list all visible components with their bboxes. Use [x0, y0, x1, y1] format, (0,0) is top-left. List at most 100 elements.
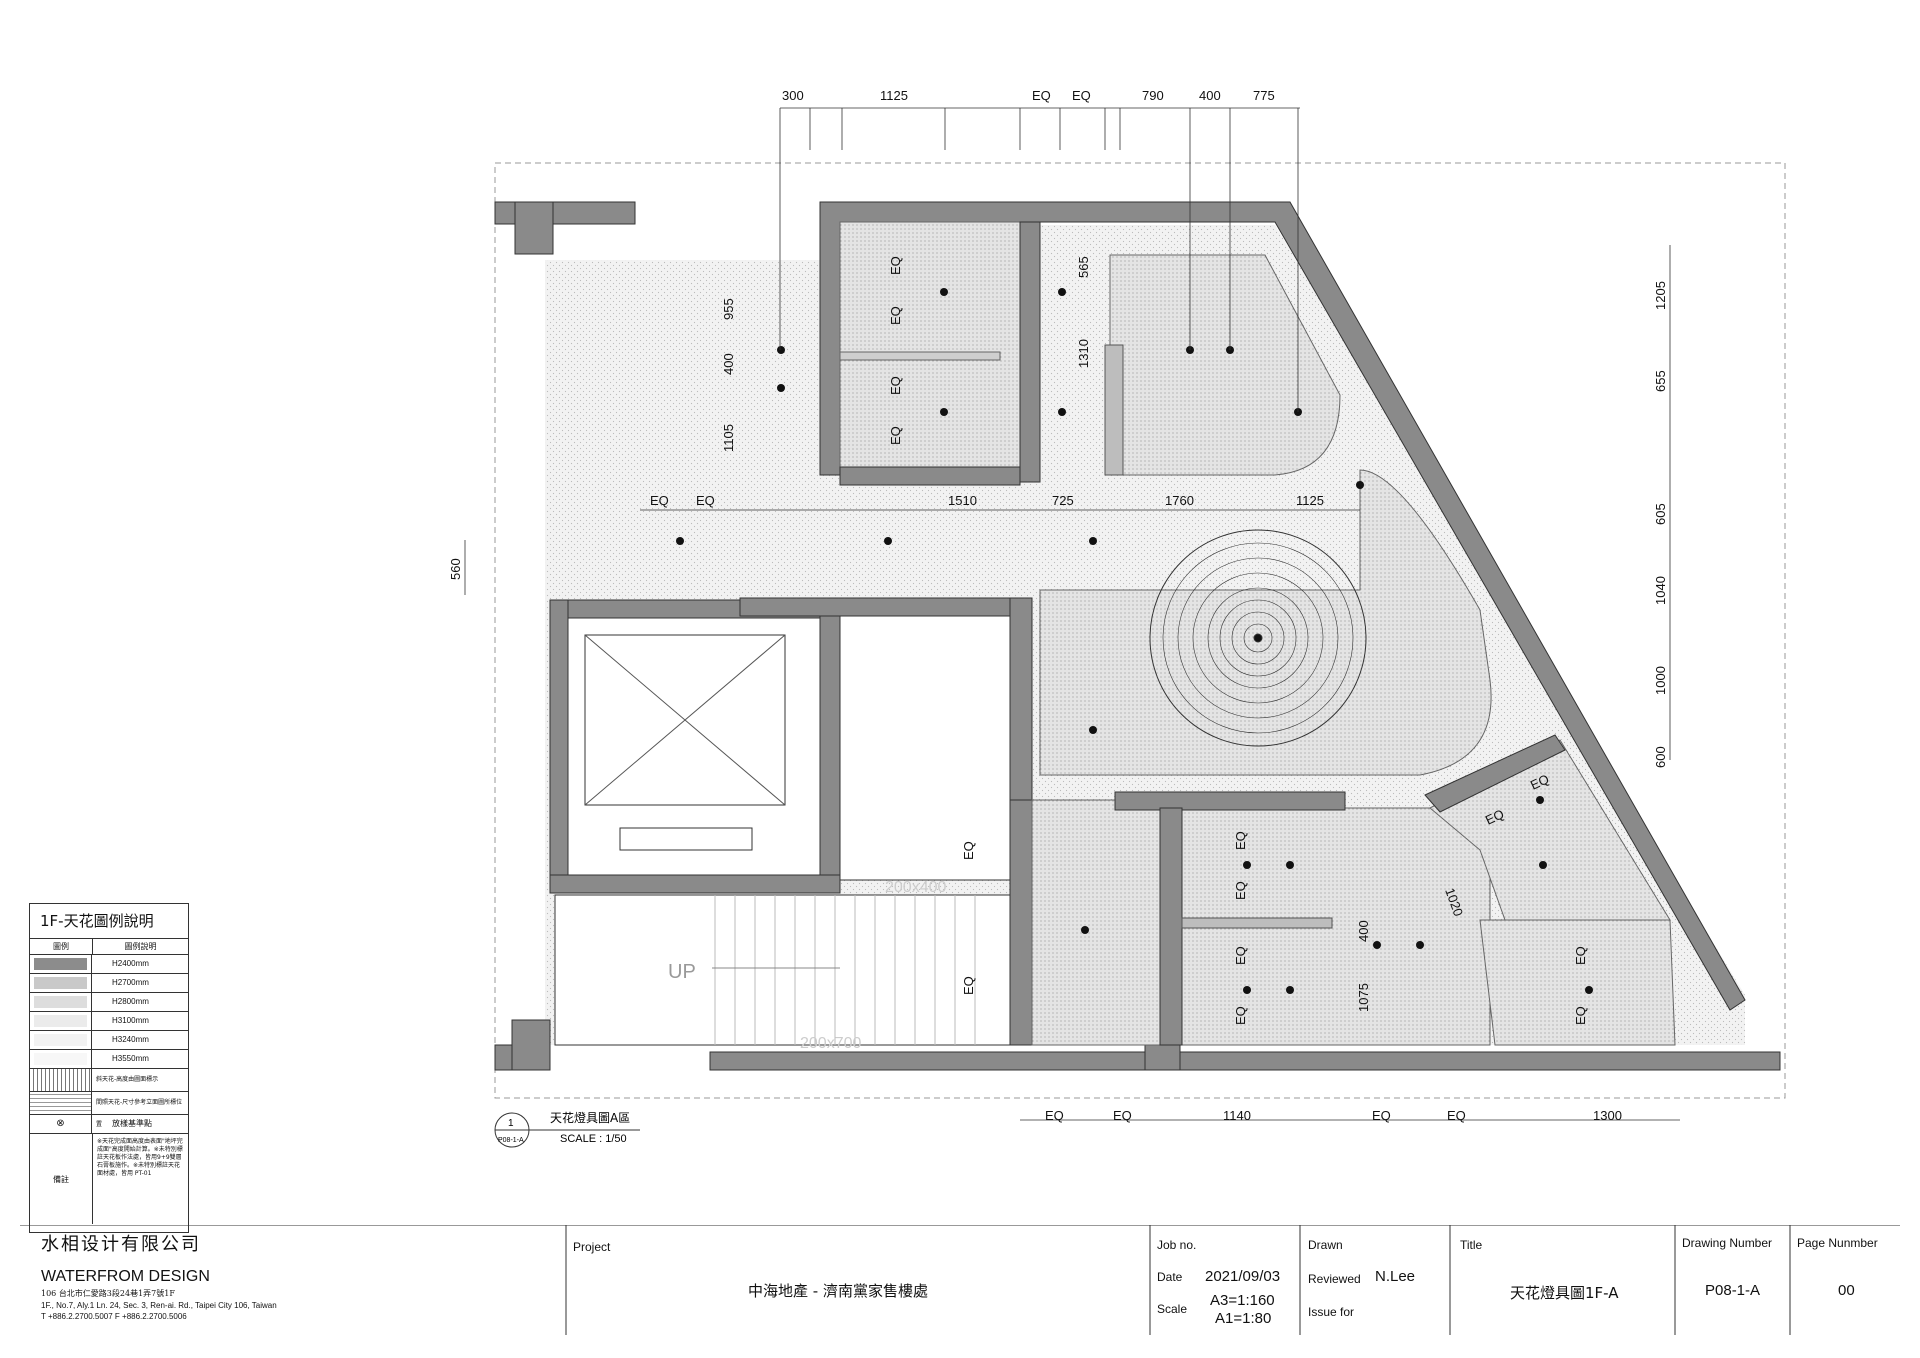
point-icon: ⊗ — [30, 1115, 92, 1133]
drawing-ref-number: 1 — [508, 1118, 514, 1129]
eq-label: EQ — [1233, 831, 1248, 850]
dim-1310: 1310 — [1076, 339, 1091, 368]
eq-label: EQ — [1573, 1006, 1588, 1025]
legend-indirect-note: 間照天花-尺寸參考立面圖所標位置 — [96, 1099, 183, 1128]
date-value: 2021/09/03 — [1205, 1268, 1281, 1285]
drawing-title: 天花燈具圖1F-A — [1510, 1284, 1619, 1302]
company-address-cn: 106 台北市仁愛路3段24巷1弄7號1F — [41, 1289, 175, 1298]
dim-bottom-eq1: EQ — [1045, 1108, 1064, 1123]
eq-label: EQ — [1233, 946, 1248, 965]
legend-col-symbol: 圖例 — [30, 939, 93, 954]
scale-a1: A1=1:80 — [1215, 1310, 1272, 1327]
eq-label: EQ — [1528, 771, 1551, 793]
bottom-dimensions: EQ EQ 1140 EQ EQ 1300 — [1045, 1108, 1622, 1123]
eq-label: EQ — [1233, 881, 1248, 900]
legend-slope-note: 斜天花-高度由圖面標示 — [96, 1076, 159, 1083]
dim-right-1000: 1000 — [1653, 666, 1668, 695]
legend-row: H2700mm — [30, 974, 188, 993]
company-block: 水相设计有限公司 WATERFROM DESIGN 106 台北市仁愛路3段24… — [41, 1230, 277, 1321]
top-dimensions: 300 1125 EQ EQ 790 400 775 — [782, 88, 1275, 103]
dim-1125b: 1125 — [1296, 493, 1324, 508]
light-points — [676, 288, 1593, 994]
scale-label: Scale — [1157, 1302, 1188, 1316]
legend-row: H2400mm — [30, 955, 188, 974]
legend-swatch — [34, 977, 87, 989]
legend-panel: 1F-天花圖例說明 圖例 圖例說明 H2400mm H2700mm H2800m… — [29, 903, 189, 1233]
legend-point-label: 放樣基準點 — [112, 1119, 152, 1128]
remarks-label: 備註 — [30, 1134, 93, 1224]
date-label: Date — [1157, 1270, 1183, 1284]
dim-top-eq1: EQ — [1032, 88, 1051, 103]
legend-label: H3550mm — [112, 1054, 149, 1063]
dim-bottom-eq2: EQ — [1113, 1108, 1132, 1123]
issue-label: Issue for — [1308, 1305, 1355, 1319]
legend-row-slope: 斜天花-高度由圖面標示 — [30, 1069, 188, 1092]
dim-right-1205: 1205 — [1653, 281, 1668, 310]
eq-label: EQ — [888, 376, 903, 395]
mark-200x400: 200x400 — [885, 879, 946, 896]
eq-labels: EQ EQ EQ EQ EQ EQ EQ EQ EQ EQ EQ EQ EQ E… — [888, 256, 1588, 1025]
dim-top-300: 300 — [782, 88, 804, 103]
company-phone: T +886.2.2700.5007 F +886.2.2700.5006 — [41, 1312, 187, 1321]
dim-top-1125: 1125 — [880, 88, 908, 103]
drawing-ref-scale: SCALE : 1/50 — [560, 1133, 627, 1145]
dim-top-eq2: EQ — [1072, 88, 1091, 103]
legend-row-point: ⊗ 放樣基準點 — [30, 1115, 188, 1134]
dim-1510: 1510 — [948, 493, 977, 508]
slope-swatch — [30, 1069, 92, 1091]
drawn-label: Drawn — [1308, 1238, 1343, 1252]
dim-eq-left2: EQ — [696, 493, 715, 508]
legend-label: H2400mm — [112, 959, 149, 968]
legend-row: H3550mm — [30, 1050, 188, 1069]
eq-label: EQ — [1483, 806, 1506, 828]
legend-swatch — [34, 1034, 87, 1046]
project-label: Project — [573, 1240, 611, 1254]
dimension-lines — [464, 107, 1680, 1121]
legend-label: H3240mm — [112, 1035, 149, 1044]
company-name-en: WATERFROM DESIGN — [41, 1268, 210, 1285]
dim-bottom-1300: 1300 — [1593, 1108, 1622, 1123]
drawing-ref-sheet: P08-1-A — [498, 1137, 524, 1144]
dim-bottom-eq4: EQ — [1447, 1108, 1466, 1123]
eq-label: EQ — [961, 841, 976, 860]
dim-560: 560 — [448, 558, 463, 580]
legend-swatch — [34, 958, 87, 970]
inner-dimensions: 955 400 1105 565 1310 560 EQ EQ 1510 725… — [448, 256, 1466, 1012]
dim-955: 955 — [721, 298, 736, 320]
legend-label: H2700mm — [112, 978, 149, 987]
upper-right-ceiling — [1109, 254, 1341, 476]
page-number: 00 — [1838, 1282, 1855, 1299]
stairs — [554, 894, 1011, 1046]
remarks-text: ※天花完成面高度由表面"地坪完成面"高度開始計算。※未特別標註天花板作法處，皆用… — [97, 1138, 183, 1177]
company-address-en: 1F., No.7, Aly.1 Ln. 24, Sec. 3, Ren-ai.… — [41, 1301, 277, 1310]
legend-swatch — [34, 1053, 87, 1065]
legend-header: 圖例 圖例說明 — [30, 939, 188, 955]
drawing-number-label: Drawing Number — [1682, 1236, 1773, 1250]
eq-label: EQ — [888, 426, 903, 445]
dim-565: 565 — [1076, 256, 1091, 278]
legend-title: 1F-天花圖例說明 — [30, 904, 188, 939]
dim-right-655: 655 — [1653, 370, 1668, 392]
drawing-number: P08-1-A — [1705, 1282, 1761, 1299]
eq-label: EQ — [1573, 946, 1588, 965]
dim-right-1040: 1040 — [1653, 576, 1668, 605]
walls — [494, 201, 1781, 1071]
dim-right-600: 600 — [1653, 746, 1668, 768]
elevator-shaft — [549, 599, 843, 894]
company-name-cn: 水相设计有限公司 — [41, 1234, 201, 1255]
dim-top-400: 400 — [1199, 88, 1221, 103]
indirect-swatch — [30, 1092, 92, 1114]
project-name: 中海地產 - 濟南黨家售樓處 — [748, 1282, 928, 1300]
mark-200x700: 200x700 — [800, 1035, 861, 1052]
legend-row: H3240mm — [30, 1031, 188, 1050]
titleblock-lines — [20, 1225, 1900, 1335]
drawing-reference: 1 P08-1-A 天花燈具圖A區 SCALE : 1/50 — [494, 1110, 640, 1148]
drawing-ref-title: 天花燈具圖A區 — [550, 1110, 630, 1125]
dim-bottom-eq3: EQ — [1372, 1108, 1391, 1123]
legend-row-indirect: 間照天花-尺寸參考立面圖所標位置 — [30, 1092, 188, 1128]
dim-bottom-1140: 1140 — [1223, 1108, 1251, 1123]
legend-row: H2800mm — [30, 993, 188, 1012]
job-label: Job no. — [1157, 1238, 1197, 1252]
dim-1760: 1760 — [1165, 493, 1194, 508]
